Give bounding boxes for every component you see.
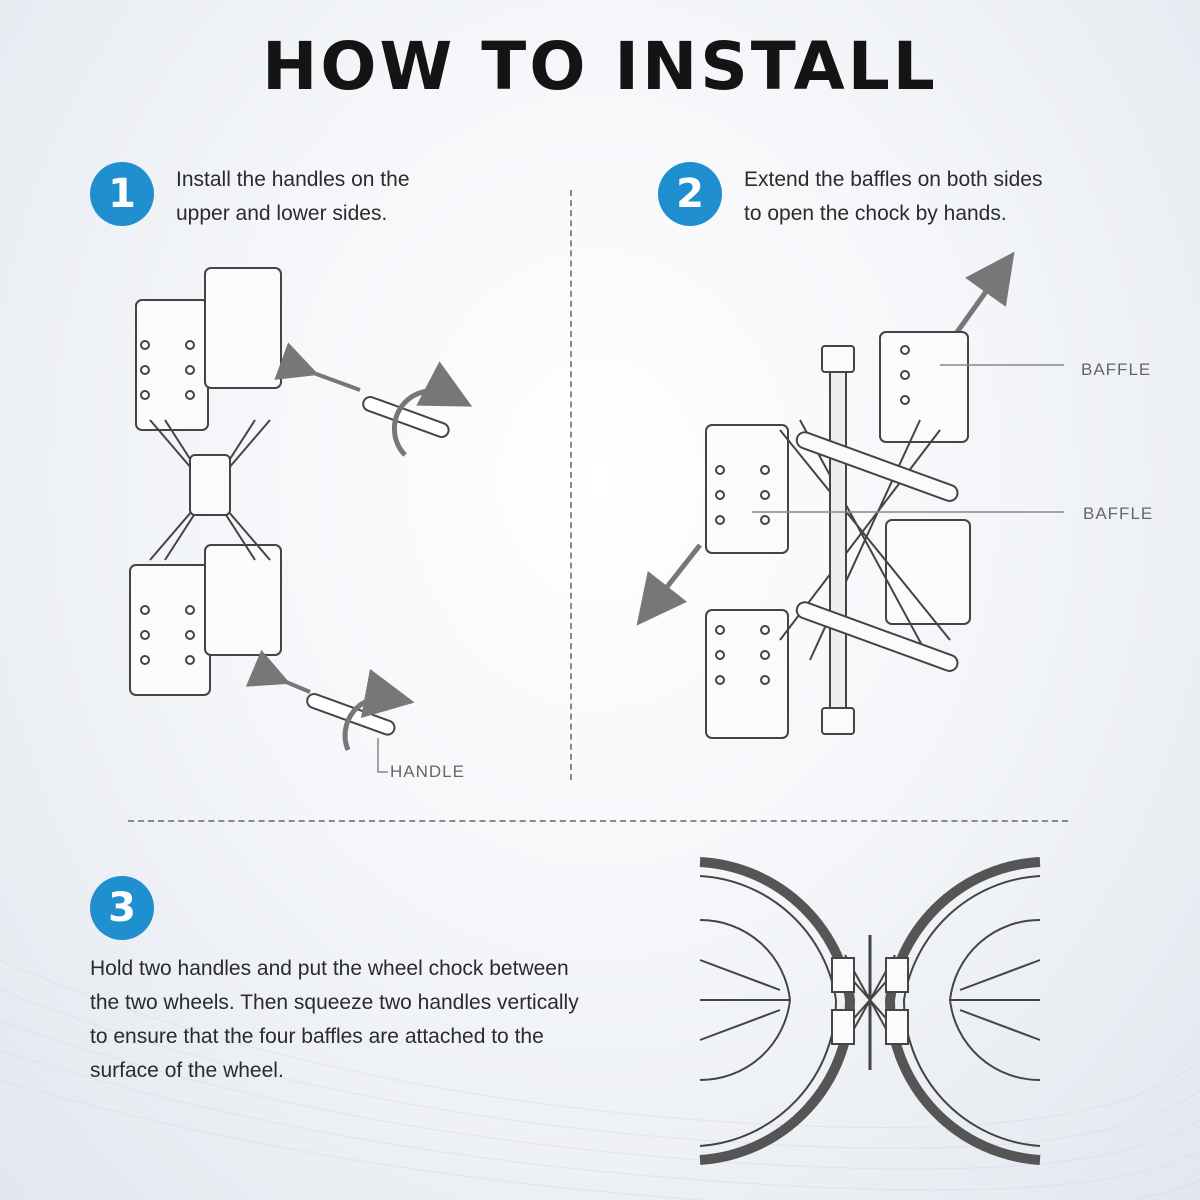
background-pattern: [0, 959, 1200, 1200]
step-2-text: Extend the baffles on both sides to open…: [744, 168, 1043, 225]
step-3-text: Hold two handles and put the wheel chock…: [90, 957, 579, 1082]
page-title: HOW TO INSTALL: [262, 28, 938, 105]
handle-label: HANDLE: [390, 762, 465, 781]
baffle-label-top: BAFFLE: [1081, 360, 1152, 379]
bottom-left-baffle: [705, 609, 789, 739]
step-3-badge: 3: [90, 876, 154, 940]
bottom-right-baffle: [885, 519, 971, 625]
lower-handle: [245, 649, 415, 751]
step-1-badge: 1: [90, 162, 154, 226]
expand-arrow-up: [952, 251, 1015, 337]
lower-back-plate: [204, 544, 282, 656]
expand-arrow-down: [636, 543, 702, 626]
step-1-text: Install the handles on the upper and low…: [176, 168, 410, 225]
upper-handle: [274, 342, 473, 457]
vertical-divider: [570, 190, 572, 780]
top-right-baffle: [879, 331, 969, 443]
upper-back-plate: [204, 267, 282, 389]
horizontal-divider: [128, 820, 1068, 822]
baffle-label-middle: BAFFLE: [1083, 504, 1154, 523]
center-block: [189, 454, 231, 516]
step-2-badge: 2: [658, 162, 722, 226]
